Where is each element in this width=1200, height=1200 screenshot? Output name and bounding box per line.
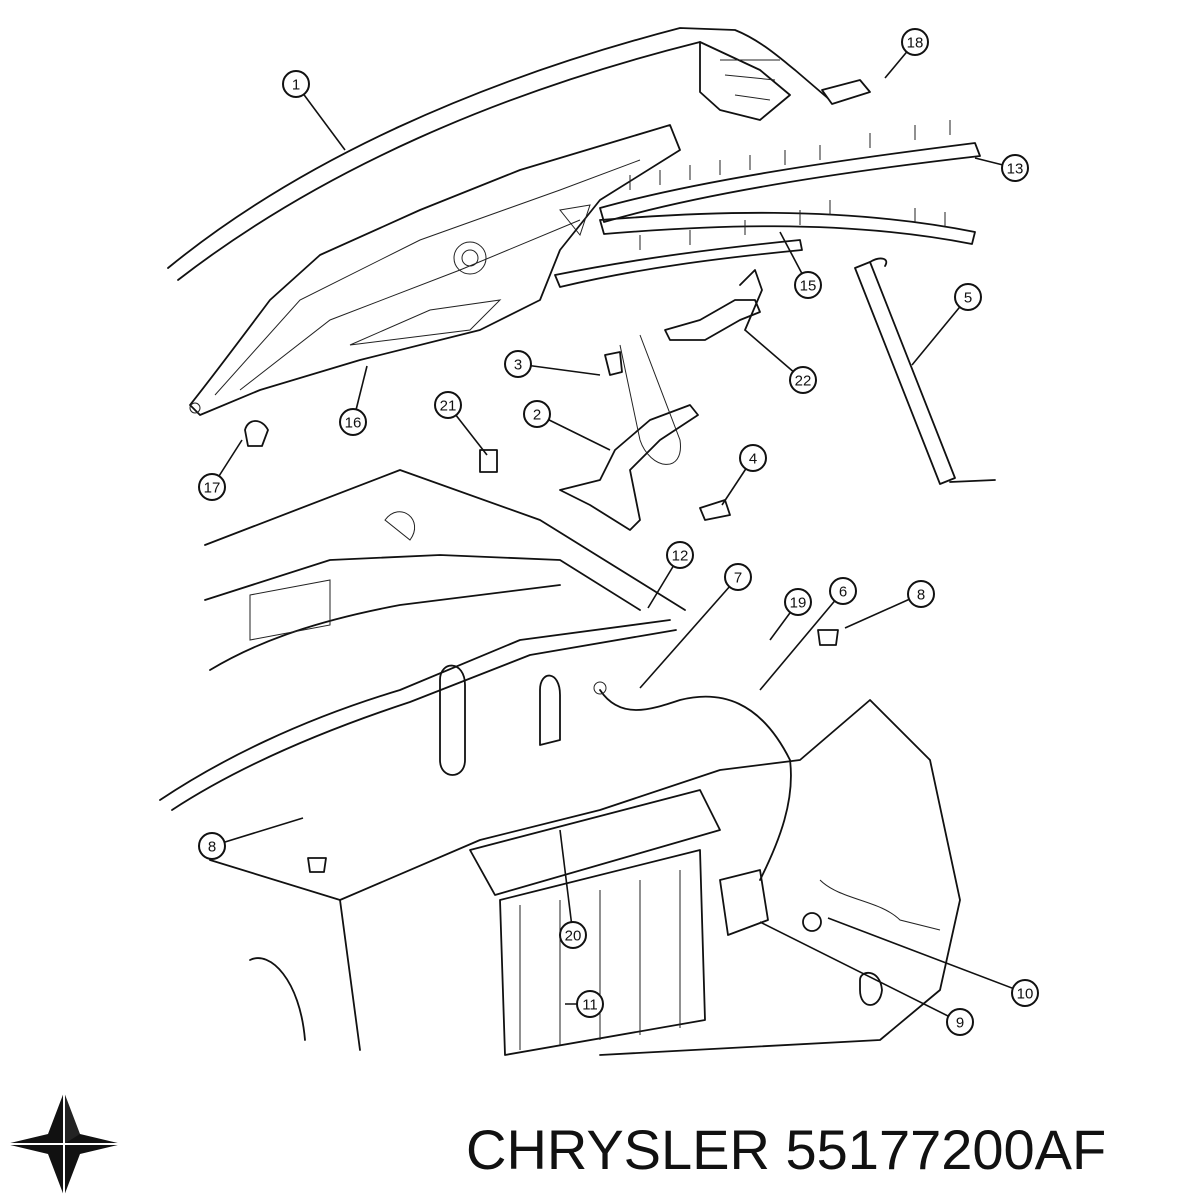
callout-label-2: 2 bbox=[533, 407, 541, 424]
callout-circle-18 bbox=[901, 28, 929, 56]
leader-line-8b bbox=[211, 817, 304, 847]
callout-17: 17 bbox=[198, 473, 226, 501]
callout-label-11: 11 bbox=[582, 997, 598, 1014]
leader-line-9 bbox=[759, 921, 961, 1023]
callout-label-8: 8 bbox=[917, 587, 925, 604]
pentastar-icon bbox=[6, 1092, 122, 1196]
callout-label-12: 12 bbox=[672, 548, 689, 565]
hood-hinge bbox=[559, 269, 763, 531]
callout-circle-7 bbox=[724, 563, 752, 591]
callout-2: 2 bbox=[523, 400, 551, 428]
hood-seal-strips bbox=[554, 120, 981, 288]
callout-circle-20 bbox=[559, 921, 587, 949]
callout-label-22: 22 bbox=[795, 373, 812, 390]
callout-circle-10 bbox=[1011, 979, 1039, 1007]
callout-8b: 8 bbox=[198, 832, 226, 860]
callout-circle-22 bbox=[789, 366, 817, 394]
leader-line-7 bbox=[639, 576, 739, 689]
callout-label-10: 10 bbox=[1017, 986, 1034, 1003]
callout-19: 19 bbox=[784, 588, 812, 616]
callout-circle-17 bbox=[198, 473, 226, 501]
callout-circle-9 bbox=[946, 1008, 974, 1036]
callout-label-17: 17 bbox=[204, 480, 221, 497]
part-caption: CHRYSLER 55177200AF bbox=[466, 1110, 1196, 1190]
callout-label-7: 7 bbox=[734, 570, 742, 587]
callout-label-16: 16 bbox=[345, 415, 362, 432]
callout-3: 3 bbox=[504, 350, 532, 378]
callout-label-6: 6 bbox=[839, 584, 847, 601]
callout-16: 16 bbox=[339, 408, 367, 436]
callout-circle-8 bbox=[907, 580, 935, 608]
hood-inner-panel bbox=[189, 124, 681, 416]
callout-21: 21 bbox=[434, 391, 462, 419]
callout-circle-12 bbox=[666, 541, 694, 569]
callout-label-9: 9 bbox=[956, 1015, 964, 1032]
hood-gas-strut bbox=[854, 257, 996, 485]
callout-10: 10 bbox=[1011, 979, 1039, 1007]
callout-label-5: 5 bbox=[964, 290, 972, 307]
cowl-structure bbox=[159, 469, 686, 811]
callout-1: 1 bbox=[282, 70, 310, 98]
radiator-support bbox=[209, 664, 961, 1056]
leader-line-10 bbox=[827, 917, 1026, 994]
callout-20: 20 bbox=[559, 921, 587, 949]
callout-circle-4 bbox=[739, 444, 767, 472]
callout-12: 12 bbox=[666, 541, 694, 569]
hood-panel bbox=[167, 27, 831, 281]
brand-name: CHRYSLER bbox=[466, 1118, 770, 1181]
leader-line-6 bbox=[759, 590, 844, 691]
callout-circle-13 bbox=[1001, 154, 1029, 182]
callout-circle-16 bbox=[339, 408, 367, 436]
callout-label-3: 3 bbox=[514, 357, 522, 374]
callout-circle-21 bbox=[434, 391, 462, 419]
callout-label-4: 4 bbox=[749, 451, 757, 468]
callout-circle-6 bbox=[829, 577, 857, 605]
callout-label-19: 19 bbox=[790, 595, 807, 612]
callout-18: 18 bbox=[901, 28, 929, 56]
part-number: 55177200AF bbox=[785, 1118, 1107, 1181]
callout-6: 6 bbox=[829, 577, 857, 605]
callout-label-8b: 8 bbox=[208, 839, 216, 856]
callout-4: 4 bbox=[739, 444, 767, 472]
leader-line-20 bbox=[559, 829, 574, 936]
callout-label-13: 13 bbox=[1007, 161, 1024, 178]
callout-circle-2 bbox=[523, 400, 551, 428]
leader-line-5 bbox=[911, 296, 969, 366]
callout-circle-5 bbox=[954, 283, 982, 311]
callout-circle-11 bbox=[576, 990, 604, 1018]
callout-circle-3 bbox=[504, 350, 532, 378]
callout-11: 11 bbox=[576, 990, 604, 1018]
callout-8: 8 bbox=[907, 580, 935, 608]
callout-22: 22 bbox=[789, 366, 817, 394]
callout-circle-1 bbox=[282, 70, 310, 98]
callout-label-20: 20 bbox=[565, 928, 582, 945]
callout-circle-15 bbox=[794, 271, 822, 299]
callout-5: 5 bbox=[954, 283, 982, 311]
hood-release-cable bbox=[593, 681, 792, 881]
callout-9: 9 bbox=[946, 1008, 974, 1036]
callout-label-21: 21 bbox=[440, 398, 457, 415]
callout-circle-19 bbox=[784, 588, 812, 616]
callout-label-1: 1 bbox=[292, 77, 300, 94]
callout-13: 13 bbox=[1001, 154, 1029, 182]
fasteners bbox=[244, 79, 871, 873]
callout-label-15: 15 bbox=[800, 278, 817, 295]
callout-circle-8b bbox=[198, 832, 226, 860]
callout-7: 7 bbox=[724, 563, 752, 591]
callout-15: 15 bbox=[794, 271, 822, 299]
callout-label-18: 18 bbox=[907, 35, 924, 52]
